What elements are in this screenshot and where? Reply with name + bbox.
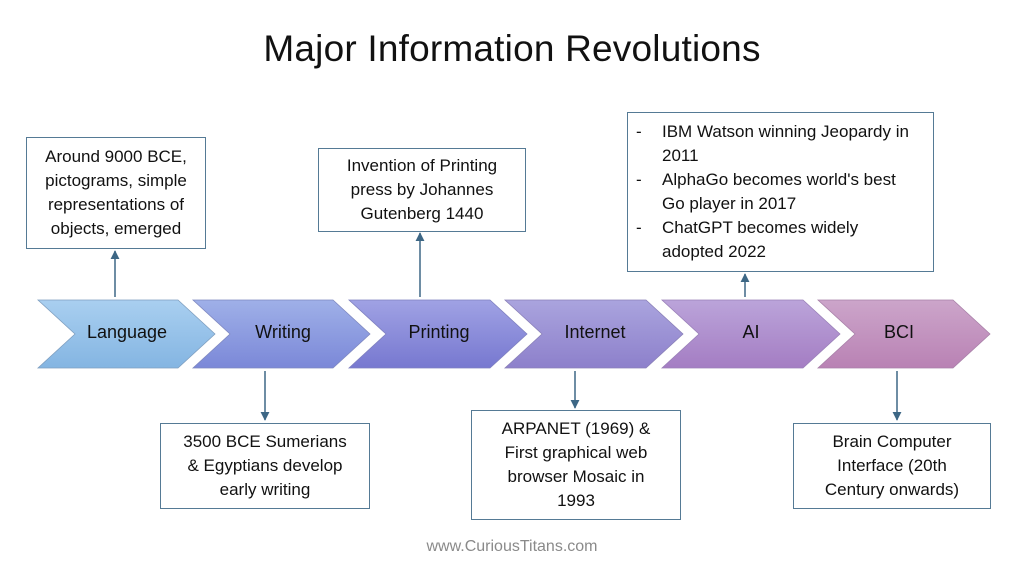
- chevron-language: [36, 299, 216, 369]
- chevron-writing: [191, 299, 371, 369]
- ai-milestone-3: ChatGPT becomes widely adopted 2022: [636, 216, 882, 264]
- ai-milestone-1: IBM Watson winning Jeopardy in 2011: [636, 120, 922, 168]
- stage-label-writing: Writing: [255, 322, 311, 342]
- callout-bci-text: Brain Computer Interface (20th Century o…: [824, 432, 960, 499]
- diagram-title: Major Information Revolutions: [263, 28, 761, 69]
- chevron-internet: [503, 299, 684, 369]
- stage-label-bci: BCI: [883, 322, 914, 342]
- callout-ai: IBM Watson winning Jeopardy in 2011 Alph…: [627, 112, 934, 272]
- callout-bci: Brain Computer Interface (20th Century o…: [793, 423, 991, 509]
- callout-internet-text: ARPANET (1969) & First graphical web bro…: [501, 419, 651, 510]
- footer-website: www.CuriousTitans.com: [426, 538, 598, 555]
- callout-printing-text: Invention of Printing press by Johannes …: [346, 156, 498, 223]
- chevron-printing: [347, 299, 528, 369]
- chevron-ai: [660, 299, 841, 369]
- callout-writing-text: 3500 BCE Sumerians & Egyptians develop e…: [183, 432, 347, 499]
- callout-internet: ARPANET (1969) & First graphical web bro…: [471, 410, 681, 520]
- chevron-bci: [816, 299, 991, 369]
- stage-label-language: Language: [86, 322, 168, 342]
- ai-milestone-2: AlphaGo becomes world's best Go player i…: [636, 168, 902, 216]
- stage-label-internet: Internet: [564, 322, 626, 342]
- callout-printing: Invention of Printing press by Johannes …: [318, 148, 526, 232]
- stage-label-printing: Printing: [408, 322, 470, 342]
- stage-label-ai: AI: [742, 322, 760, 342]
- callout-language: Around 9000 BCE, pictograms, simple repr…: [26, 137, 206, 249]
- callout-writing: 3500 BCE Sumerians & Egyptians develop e…: [160, 423, 370, 509]
- callout-language-text: Around 9000 BCE, pictograms, simple repr…: [45, 147, 187, 238]
